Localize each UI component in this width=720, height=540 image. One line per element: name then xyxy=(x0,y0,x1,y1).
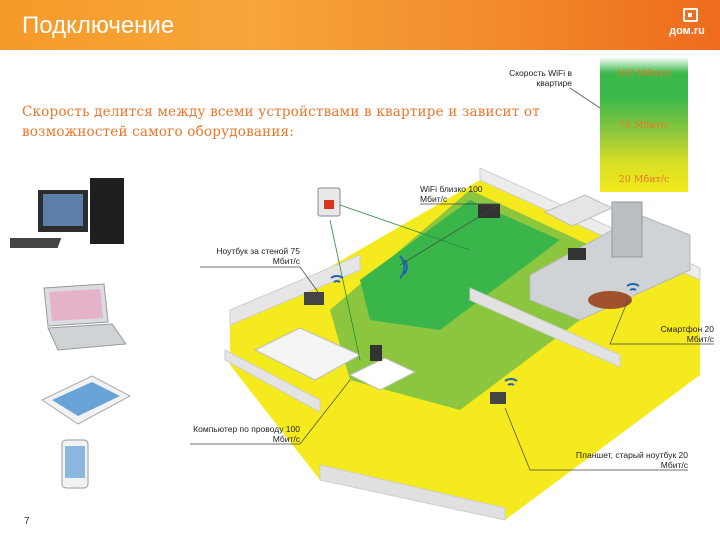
logo-text: дом.ru xyxy=(669,25,705,37)
callout-tablet-old: Планшет, старый ноутбук 20 Мбит/с xyxy=(575,450,688,470)
callout-computer-wired: Компьютер по проводу 100 Мбит/с xyxy=(193,424,300,444)
desktop-computer-icon xyxy=(10,178,124,248)
kitchen-tv-icon xyxy=(568,248,586,260)
smartphone-icon xyxy=(61,439,89,489)
wifi-icon-4 xyxy=(504,378,518,386)
old-laptop-icon xyxy=(490,392,506,404)
title-bar: Подключение дом.ru xyxy=(0,0,720,50)
laptop-icon xyxy=(43,283,127,351)
apartment-illustration xyxy=(224,167,701,521)
home-box-icon xyxy=(683,8,698,22)
speed-scale-pointer xyxy=(569,87,600,109)
callout-laptop-wall: Ноутбук за стеной 75 Мбит/с xyxy=(216,246,300,266)
speed-gradient-bar xyxy=(600,57,688,192)
speed-level-100: 100 Мбит/с xyxy=(615,68,673,79)
subtitle: Скорость делится между всеми устройствам… xyxy=(22,104,540,140)
wifi-icon-3 xyxy=(626,283,640,291)
router-icon xyxy=(317,187,341,217)
tablet-icon xyxy=(40,375,132,425)
speed-level-75: 75 Мбит/с xyxy=(618,120,670,131)
callout-wifi-near: WiFi близко 100 Мбит/с xyxy=(420,184,483,204)
speed-scale-caption: Скорость WiFi в квартире xyxy=(509,68,572,88)
page-title: Подключение xyxy=(22,12,175,39)
page-number: 7 xyxy=(24,516,30,527)
wifi-icon-2 xyxy=(330,275,344,283)
callout-smartphone: Смартфон 20 Мбит/с xyxy=(660,324,714,344)
desk-pc-icon xyxy=(370,345,382,361)
wifi-icon-1 xyxy=(399,255,408,279)
laptop-wall-icon xyxy=(304,292,324,305)
logo: дом.ru xyxy=(666,8,708,44)
speed-level-20: 20 Мбит/с xyxy=(618,174,670,185)
floor-near-zone xyxy=(360,200,560,330)
